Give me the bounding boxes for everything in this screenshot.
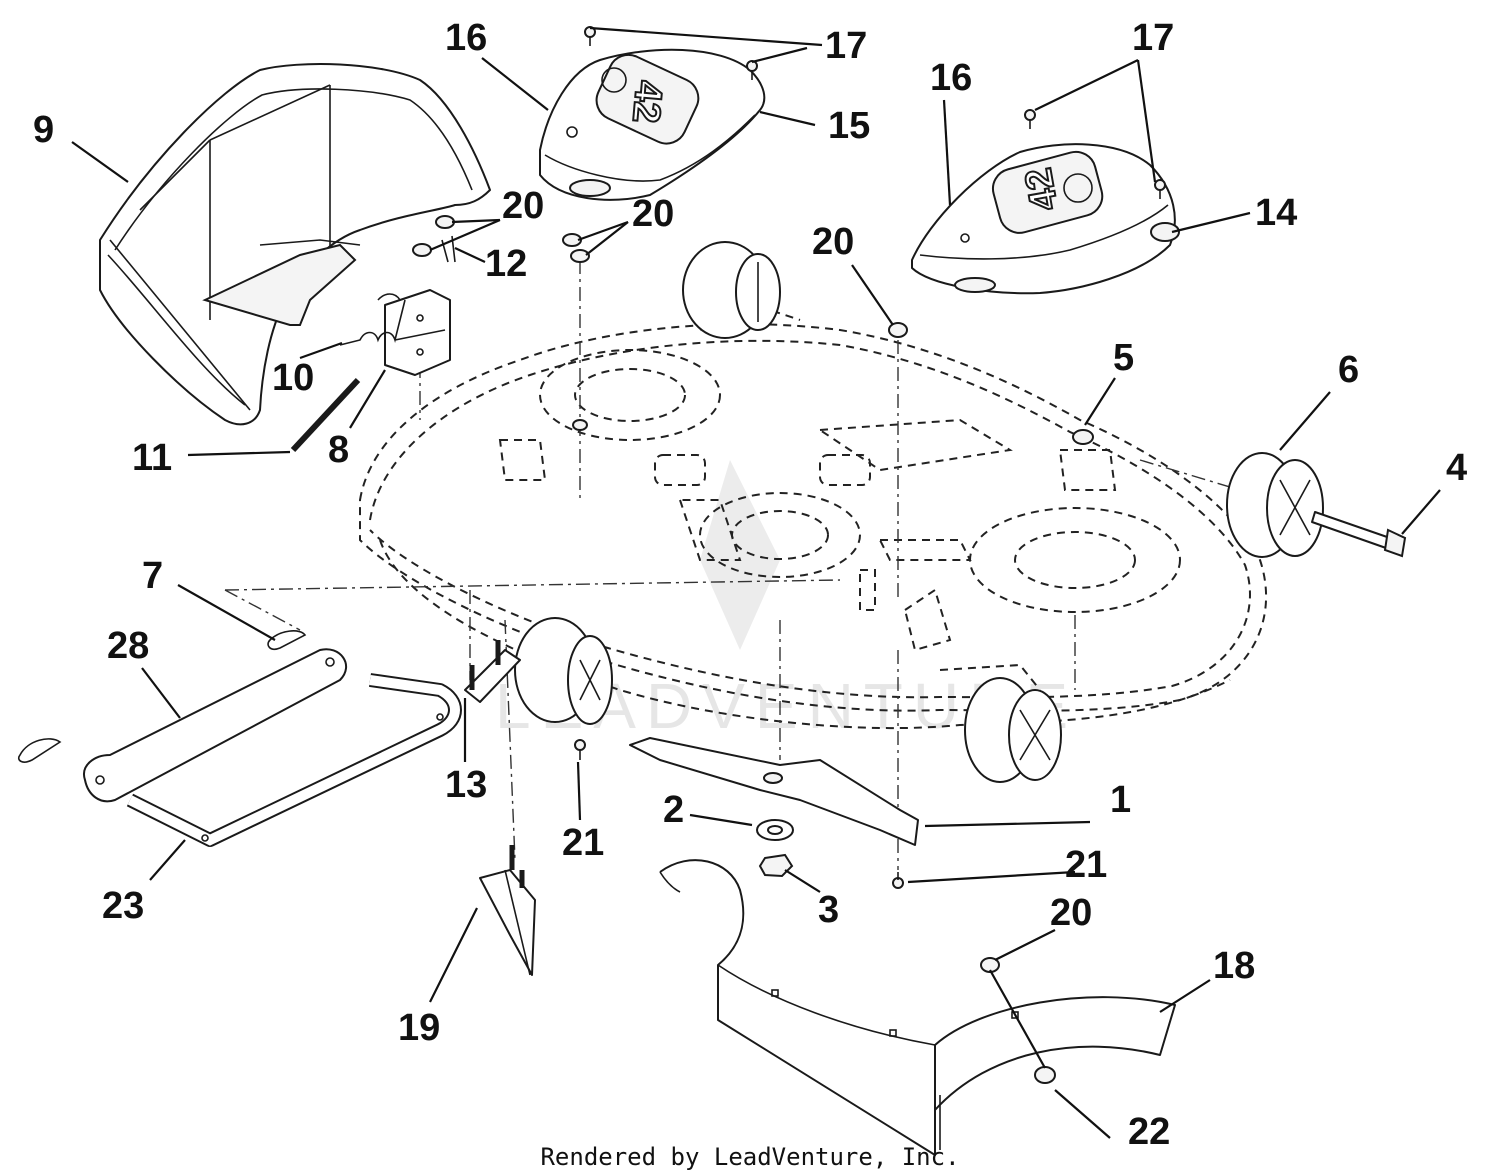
flange-nuts: [412, 215, 1094, 973]
callout-9: 9: [33, 109, 54, 151]
blade-nut: [758, 853, 794, 878]
callout-16-left: 16: [445, 17, 487, 59]
callout-20-c: 20: [812, 221, 854, 263]
deck-bolts: [574, 739, 904, 889]
callout-4: 4: [1446, 447, 1467, 489]
right-spindle-cover: 42: [911, 143, 1180, 295]
chute-hinge-bracket: [384, 289, 451, 376]
cover-bolts: [584, 26, 1166, 199]
callout-28: 28: [107, 625, 149, 667]
right-cover-badge: 42: [1018, 165, 1067, 214]
callout-21-right: 21: [1065, 844, 1107, 886]
deck-baffle: [659, 859, 1176, 1156]
callout-13: 13: [445, 764, 487, 806]
cutting-blade: [629, 737, 919, 846]
baffle-bolt: [1034, 1066, 1056, 1084]
callout-18: 18: [1213, 945, 1255, 987]
callout-17-right: 17: [1132, 17, 1174, 59]
callout-20-a: 20: [502, 185, 544, 227]
leader-lines: [71, 26, 1441, 1139]
callout-17-left: 17: [825, 25, 867, 67]
hairpin-clips: [17, 630, 307, 763]
callout-1: 1: [1110, 779, 1131, 821]
callout-20-d: 20: [1050, 892, 1092, 934]
callout-10: 10: [272, 357, 314, 399]
callout-21-left: 21: [562, 822, 604, 864]
callout-6: 6: [1338, 349, 1359, 391]
callout-20-b: 20: [632, 193, 674, 235]
footer-credit: Rendered by LeadVenture, Inc.: [540, 1143, 959, 1171]
hinge-rod: [290, 377, 361, 453]
callout-15: 15: [828, 105, 870, 147]
callout-5: 5: [1113, 337, 1134, 379]
front-left-wheel: [514, 617, 613, 725]
callout-16-right: 16: [930, 57, 972, 99]
callout-labels: 1 2 3 4 5 6 7 8 9 10 11 12 13 14 15 16 1…: [33, 17, 1467, 1153]
anti-scalp-bracket: [464, 640, 521, 703]
callout-11: 11: [132, 437, 172, 479]
callout-3: 3: [818, 889, 839, 931]
deflector-bracket: [479, 845, 536, 976]
callout-14: 14: [1255, 192, 1297, 234]
right-wheel: [1226, 452, 1324, 558]
gauge-rod: [126, 673, 462, 847]
left-spindle-cover: 42: [539, 48, 766, 201]
callout-12: 12: [485, 243, 527, 285]
callout-19: 19: [398, 1007, 440, 1049]
callout-7: 7: [142, 555, 163, 597]
callout-2: 2: [663, 789, 684, 831]
rear-left-wheel: [682, 241, 781, 339]
callout-23: 23: [102, 885, 144, 927]
torsion-spring: [339, 293, 406, 346]
discharge-chute: [99, 63, 491, 426]
callout-8: 8: [328, 429, 349, 471]
axle-bolt: [1311, 511, 1407, 558]
mower-deck-housing: [359, 298, 1268, 730]
left-cover-badge: 42: [624, 79, 670, 125]
callout-22: 22: [1128, 1111, 1170, 1153]
height-adjust-bar: [83, 648, 347, 803]
blade-washer: [756, 819, 794, 841]
front-right-wheel: [964, 677, 1062, 783]
